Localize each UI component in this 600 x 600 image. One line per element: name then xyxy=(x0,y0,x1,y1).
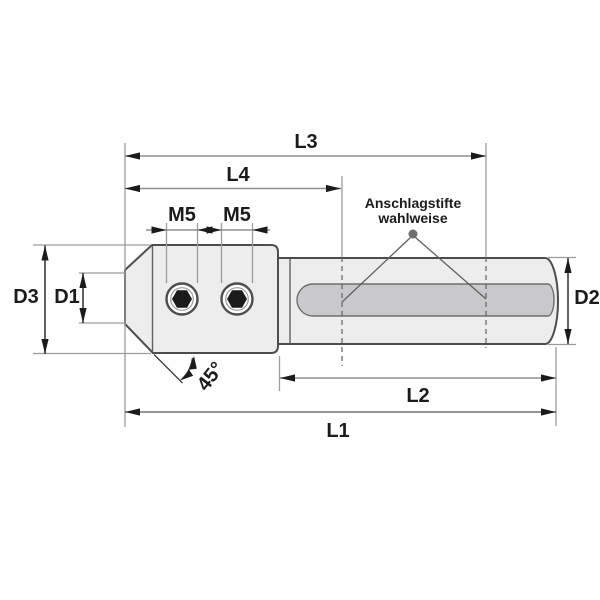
leader-line-left xyxy=(341,237,411,303)
d2-arrow-top xyxy=(564,258,572,273)
angle-arrow-bottom xyxy=(180,369,194,381)
m5-arrow-1 xyxy=(151,226,167,234)
screw-left-inner-ring xyxy=(170,287,194,311)
d3-label: D3 xyxy=(13,286,39,308)
angle-arrow-top xyxy=(188,356,197,370)
m5-second-label: M5 xyxy=(223,204,251,226)
stop-pin-callout: Anschlagstifte wahlweise xyxy=(341,195,487,303)
l4-arrow-right xyxy=(326,184,341,193)
shank-slot xyxy=(296,283,555,317)
l3-label: L3 xyxy=(294,131,317,153)
pin-position-lines xyxy=(341,257,487,366)
l4-label: L4 xyxy=(226,164,250,186)
l3-arrow-right xyxy=(471,152,486,160)
chamfer-extension-line xyxy=(153,354,183,384)
l4-arrow-left xyxy=(125,184,140,193)
dimension-l3: L3 xyxy=(125,131,486,160)
part-geometry xyxy=(124,244,559,354)
l2-arrow-right xyxy=(541,374,556,382)
dimension-m5-pair: M5 M5 xyxy=(146,204,270,234)
d3-arrow-top xyxy=(41,245,49,261)
extension-lines xyxy=(33,143,576,427)
d2-label: D2 xyxy=(574,287,600,309)
chamfer-angle-annotation: 45° xyxy=(153,354,229,395)
dimension-d3: D3 xyxy=(13,245,49,354)
d1-label: D1 xyxy=(54,286,80,308)
screw-right-inner-ring xyxy=(225,287,249,311)
l1-arrow-left xyxy=(125,408,140,416)
head-body xyxy=(124,244,279,354)
callout-text-line1: Anschlagstifte xyxy=(365,195,462,211)
m5-arrow-4 xyxy=(252,226,268,234)
d2-arrow-bottom xyxy=(564,329,572,344)
l2-label: L2 xyxy=(406,385,429,407)
screw-right-hex-socket xyxy=(227,290,247,308)
leader-line-right xyxy=(415,237,487,300)
d1-arrow-top xyxy=(79,273,87,288)
callout-text-line2: wahlweise xyxy=(377,210,447,226)
leader-dot xyxy=(408,229,418,239)
d3-arrow-bottom xyxy=(41,339,49,354)
l1-arrow-right xyxy=(541,408,556,416)
dimension-d1: D1 xyxy=(54,273,87,323)
l2-arrow-left xyxy=(280,374,295,382)
screw-left xyxy=(165,282,199,316)
screw-left-hex-socket xyxy=(172,290,192,308)
l3-arrow-left xyxy=(125,152,140,160)
m5-arrow-3 xyxy=(206,226,222,234)
l1-label: L1 xyxy=(326,420,349,442)
dimension-l1: L1 xyxy=(125,408,556,442)
screw-right xyxy=(220,282,254,316)
angle-label: 45° xyxy=(193,358,229,395)
m5-first-label: M5 xyxy=(168,204,196,226)
d1-arrow-bottom xyxy=(79,308,87,323)
dimension-l2: L2 xyxy=(280,374,556,407)
dimension-d2: D2 xyxy=(564,258,600,344)
dimension-l4: L4 xyxy=(125,164,341,193)
